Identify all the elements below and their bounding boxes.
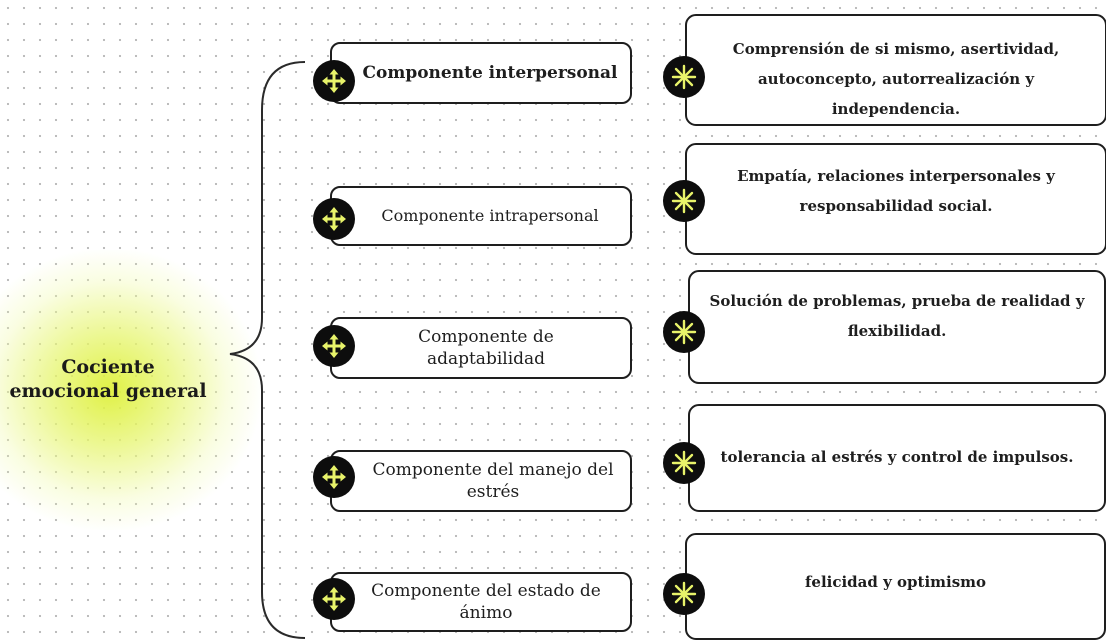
description-box-manejo-estres: tolerancia al estrés y control de impuls… bbox=[688, 404, 1106, 512]
component-label: Componente del manejo del estrés bbox=[372, 460, 614, 502]
description-text: felicidad y optimismo bbox=[804, 573, 987, 591]
move-arrows-icon bbox=[313, 325, 355, 367]
description-box-intrapersonal: Empatía, relaciones interpersonales y re… bbox=[685, 143, 1106, 255]
component-box-estado-animo[interactable]: Componente del estado de ánimo bbox=[330, 572, 632, 632]
asterisk-icon bbox=[663, 56, 705, 98]
component-box-manejo-estres[interactable]: Componente del manejo del estrés bbox=[330, 450, 632, 512]
root-highlight-glow bbox=[0, 250, 260, 530]
component-label: Componente del estado de ánimo bbox=[371, 581, 601, 623]
description-text: Empatía, relaciones interpersonales y re… bbox=[737, 167, 1055, 215]
root-node-label: Cociente emocional general bbox=[9, 356, 207, 402]
move-arrows-icon bbox=[313, 60, 355, 102]
description-text: tolerancia al estrés y control de impuls… bbox=[720, 448, 1074, 466]
component-box-adaptabilidad[interactable]: Componente de adaptabilidad bbox=[330, 317, 632, 379]
component-label: Componente intrapersonal bbox=[381, 206, 599, 225]
description-box-interpersonal: Comprensión de si mismo, asertividad, au… bbox=[685, 14, 1106, 126]
component-box-intrapersonal[interactable]: Componente intrapersonal bbox=[330, 186, 632, 246]
description-box-estado-animo: felicidad y optimismo bbox=[685, 533, 1106, 640]
component-label: Componente de adaptabilidad bbox=[418, 327, 554, 369]
asterisk-icon bbox=[663, 442, 705, 484]
connector-brace bbox=[229, 61, 306, 639]
asterisk-icon bbox=[663, 311, 705, 353]
move-arrows-icon bbox=[313, 578, 355, 620]
move-arrows-icon bbox=[313, 198, 355, 240]
description-box-adaptabilidad: Solución de problemas, prueba de realida… bbox=[688, 270, 1106, 384]
component-box-interpersonal[interactable]: Componente interpersonal bbox=[330, 42, 632, 104]
description-text: Comprensión de si mismo, asertividad, au… bbox=[732, 40, 1060, 118]
asterisk-icon bbox=[663, 180, 705, 222]
asterisk-icon bbox=[663, 573, 705, 615]
move-arrows-icon bbox=[313, 456, 355, 498]
description-text: Solución de problemas, prueba de realida… bbox=[709, 292, 1085, 340]
component-label: Componente interpersonal bbox=[362, 63, 618, 83]
